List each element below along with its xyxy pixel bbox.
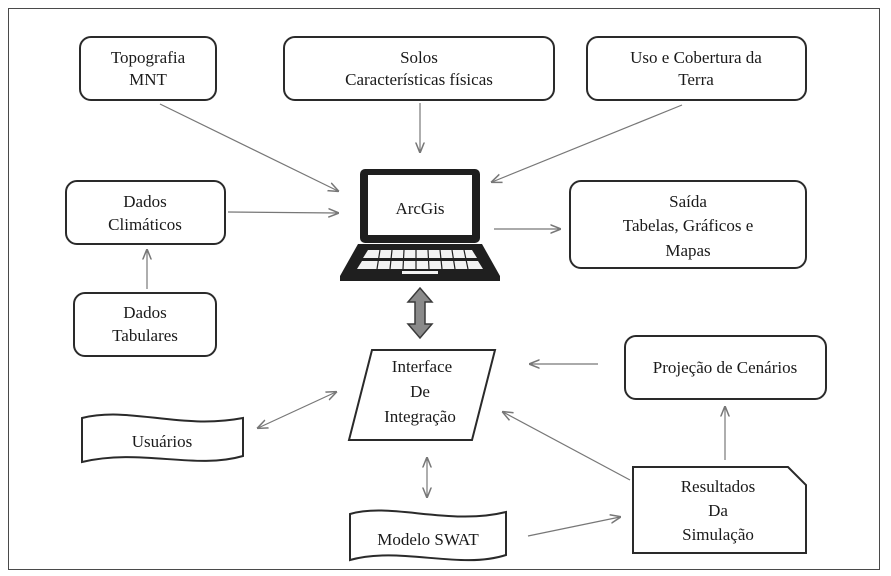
node-resultados: Resultados Da Simulação (632, 466, 807, 554)
node-uso-cobertura: Uso e Cobertura da Terra (586, 36, 807, 101)
node-interface-line-1: Interface (392, 357, 452, 376)
node-resultados-line-1: Resultados (681, 477, 756, 496)
diagram-frame (8, 8, 880, 570)
node-saida-line-1: Saída (669, 192, 707, 211)
node-solos: Solos Características físicas (283, 36, 555, 101)
node-dados-tabulares-line-1: Dados (123, 303, 166, 322)
node-saida-line-2: Tabelas, Gráficos e (623, 216, 754, 235)
laptop-keys (376, 249, 469, 270)
node-solos-line-2: Características físicas (345, 70, 493, 89)
node-saida: Saída Tabelas, Gráficos e Mapas (569, 180, 807, 269)
arrow-topografia-arcgis (159, 103, 338, 191)
node-solos-line-1: Solos (400, 48, 438, 67)
node-topografia-line-1: Topografia (111, 48, 186, 67)
node-dados-tabulares-line-2: Tabulares (112, 326, 178, 345)
node-interface-line-2: De (410, 382, 430, 401)
node-dados-tabulares: Dados Tabulares (73, 292, 217, 357)
node-interface-line-3: Integração (384, 407, 456, 426)
node-dados-climaticos: Dados Climáticos (65, 180, 226, 245)
node-uso-line-1: Uso e Cobertura da (630, 48, 762, 67)
node-uso-line-2: Terra (678, 70, 714, 89)
node-usuarios-label: Usuários (132, 432, 192, 451)
node-projecao-label: Projeção de Cenários (653, 358, 797, 377)
arrow-uso-arcgis (492, 104, 683, 182)
node-topografia: Topografia MNT (79, 36, 217, 101)
node-resultados-line-2: Da (708, 501, 728, 520)
arrow-climaticos-arcgis (227, 212, 338, 213)
laptop-trackpad (402, 271, 438, 274)
node-saida-line-3: Mapas (665, 241, 710, 260)
double-arrow-arcgis-interface (406, 286, 434, 340)
node-usuarios: Usuários (81, 413, 244, 464)
laptop-icon: ArcGis (340, 169, 500, 281)
node-modelo-swat-label: Modelo SWAT (377, 530, 479, 549)
arrow-resultados-interface (503, 412, 631, 481)
node-arcgis-label: ArcGis (395, 199, 444, 218)
arrow-usuarios-interface (258, 392, 336, 428)
node-projecao-cenarios: Projeção de Cenários (624, 335, 827, 400)
node-resultados-line-3: Simulação (682, 525, 754, 544)
node-modelo-swat: Modelo SWAT (349, 509, 507, 562)
node-dados-climaticos-line-1: Dados (123, 192, 166, 211)
node-interface-integracao: Interface De Integração (347, 349, 497, 441)
node-topografia-line-2: MNT (129, 70, 167, 89)
arrow-swat-resultados (527, 517, 620, 537)
node-dados-climaticos-line-2: Climáticos (108, 215, 182, 234)
